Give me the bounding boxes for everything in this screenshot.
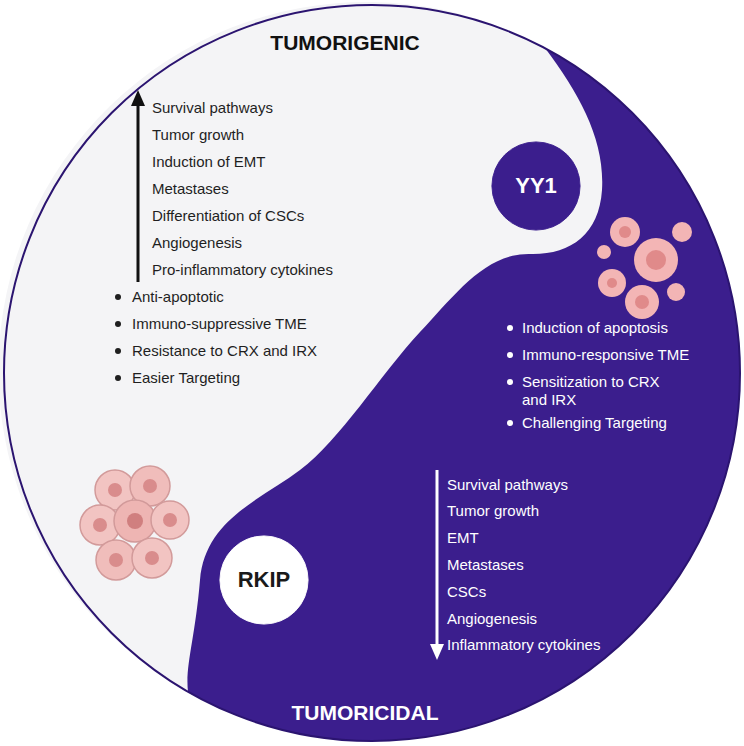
bullet-item: Immuno-responsive TME (522, 346, 689, 364)
bullet-item: Resistance to CRX and IRX (132, 342, 317, 360)
bullet-item: Easier Targeting (132, 369, 240, 387)
bullet-dot (115, 348, 121, 354)
effect-item: Metastases (152, 180, 229, 198)
bullet-item: Anti-apoptotic (132, 288, 224, 306)
section-heading: TUMORICIDAL (292, 700, 439, 725)
effect-item: EMT (447, 529, 479, 547)
effect-item: Angiogenesis (447, 610, 537, 628)
white-half (0, 2, 602, 692)
effect-item: Tumor growth (447, 502, 539, 520)
effect-item: Inflammatory cytokines (447, 636, 600, 654)
section-heading: TUMORIGENIC (270, 30, 419, 55)
bullet-dot (507, 379, 513, 385)
circle-node: RKIP (219, 535, 309, 625)
effect-item: Differentiation of CSCs (152, 207, 304, 225)
up-arrow (131, 90, 145, 282)
bullet-item: Induction of apoptosis (522, 319, 668, 337)
bullet-dot (115, 321, 121, 327)
down-arrow (430, 470, 444, 660)
effect-item: Survival pathways (447, 476, 568, 494)
node-label: RKIP (238, 567, 291, 593)
effect-item: Pro-inflammatory cytokines (152, 261, 333, 279)
bullet-dot (507, 420, 513, 426)
circle-shape (220, 536, 308, 624)
bullet-dot (507, 325, 513, 331)
effect-item: Induction of EMT (152, 153, 265, 171)
bullet-item: Challenging Targeting (522, 414, 667, 432)
tumor-cell-cluster (80, 466, 189, 580)
bullet-item: Sensitization to CRX and IRX (522, 373, 672, 409)
effect-item: Angiogenesis (152, 234, 242, 252)
node-label: YY1 (515, 173, 557, 199)
effect-item: Tumor growth (152, 126, 244, 144)
outer-ring (4, 5, 740, 741)
effect-item: Survival pathways (152, 99, 273, 117)
bullet-item: Immuno-suppressive TME (132, 315, 307, 333)
bullet-dot (507, 352, 513, 358)
effect-item: Metastases (447, 556, 524, 574)
effect-item: CSCs (447, 583, 486, 601)
circle-shape (492, 142, 580, 230)
bullet-dot (115, 375, 121, 381)
tumor-fragments (597, 217, 692, 319)
circle-node: YY1 (491, 141, 581, 231)
bullet-dot (115, 294, 121, 300)
